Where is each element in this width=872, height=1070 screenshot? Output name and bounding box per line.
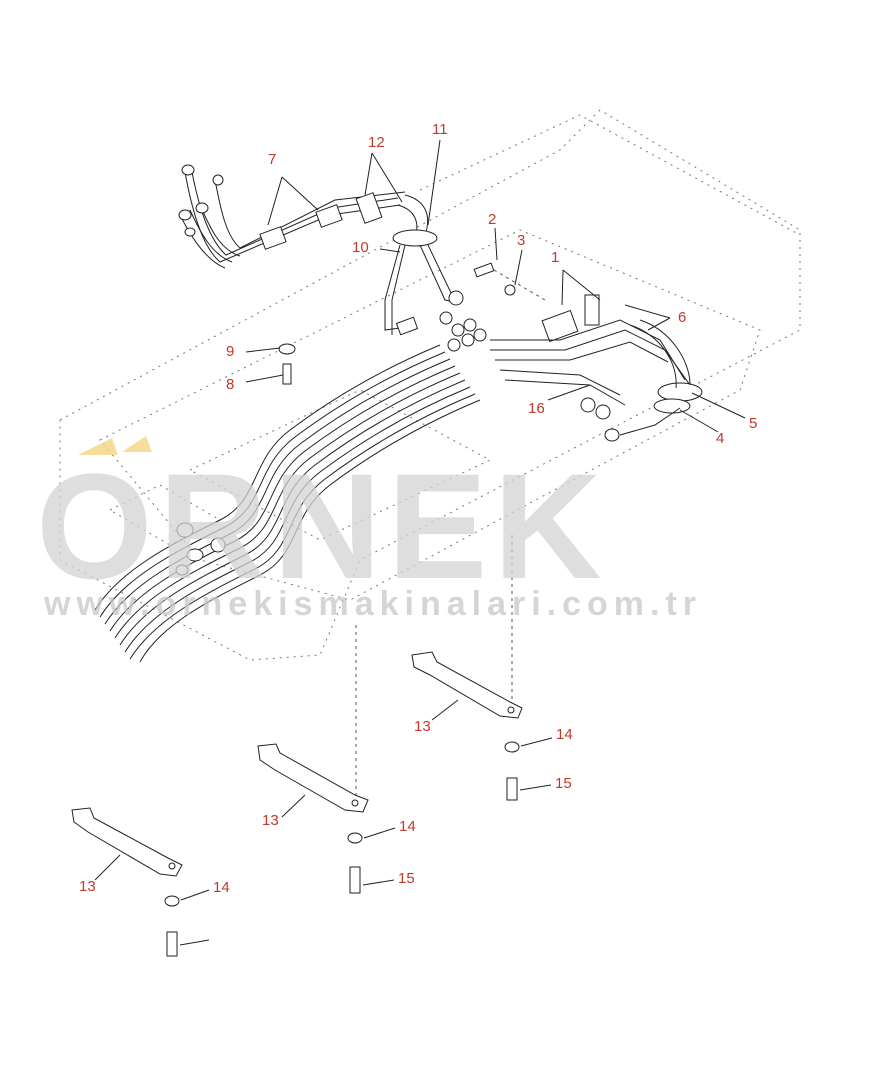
callout-labels: 1 2 3 4 5 6 7 8 9 10 11 12 13 13 13 14 1… bbox=[79, 121, 757, 896]
callout-15-middle: 15 bbox=[398, 870, 415, 887]
callout-3: 3 bbox=[517, 232, 525, 249]
callout-14-lower: 14 bbox=[213, 879, 230, 896]
callout-13-upper: 13 bbox=[414, 718, 431, 735]
hose-assembly-upper bbox=[178, 164, 456, 336]
callout-2: 2 bbox=[488, 211, 496, 228]
callout-16: 16 bbox=[528, 400, 545, 417]
watermark-brand: ORNEK bbox=[36, 442, 608, 610]
watermark-url: www.ornekismakinalari.com.tr bbox=[43, 585, 702, 623]
strap-13-upper bbox=[411, 651, 523, 801]
callout-14-upper: 14 bbox=[556, 726, 573, 743]
callout-13-lower: 13 bbox=[79, 878, 96, 895]
callout-9: 9 bbox=[226, 343, 234, 360]
callout-14-middle: 14 bbox=[399, 818, 416, 835]
callout-leaders bbox=[94, 139, 746, 946]
strap-13-lower bbox=[71, 807, 183, 957]
callout-6: 6 bbox=[678, 309, 686, 326]
frame-outline bbox=[59, 109, 801, 661]
callout-12: 12 bbox=[368, 134, 385, 151]
callout-8: 8 bbox=[226, 376, 234, 393]
callout-10: 10 bbox=[352, 239, 369, 256]
callout-4: 4 bbox=[716, 430, 724, 447]
hose-assembly-right bbox=[490, 319, 703, 442]
strap-13-middle bbox=[257, 743, 369, 894]
callout-7: 7 bbox=[268, 151, 276, 168]
loose-hardware bbox=[278, 262, 546, 385]
callout-1: 1 bbox=[551, 249, 559, 266]
fittings-cluster bbox=[439, 290, 600, 352]
callout-5: 5 bbox=[749, 415, 757, 432]
callout-15-upper: 15 bbox=[555, 775, 572, 792]
hose-run-main bbox=[94, 344, 481, 663]
watermark: ORNEK www.ornekismakinalari.com.tr bbox=[36, 436, 702, 623]
callout-11: 11 bbox=[432, 121, 448, 138]
watermark-accent-icon bbox=[78, 436, 152, 455]
callout-13-middle: 13 bbox=[262, 812, 279, 829]
